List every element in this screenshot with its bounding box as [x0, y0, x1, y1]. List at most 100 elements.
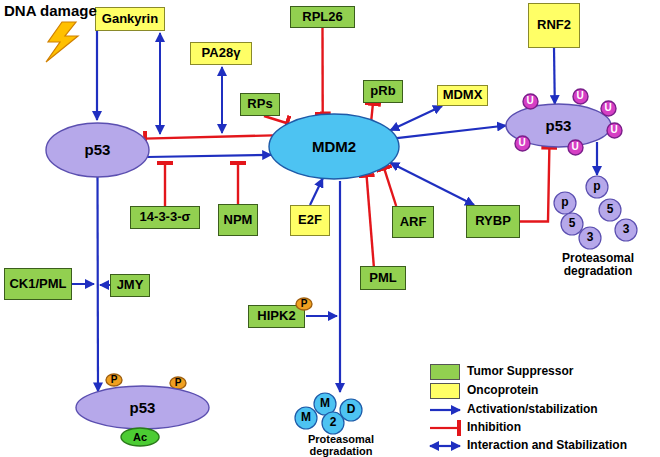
acetyl-ellipse: Ac	[120, 427, 160, 447]
node-text: 14-3-3-σ	[140, 210, 191, 225]
node-text: PA28γ	[202, 46, 241, 61]
ubiquitin-circle-shape	[601, 101, 616, 116]
legend-sample	[430, 445, 460, 447]
ubiquitin-circle-shape	[607, 123, 622, 138]
tumor-suppressor-box: RYBP	[466, 205, 520, 238]
node-text: RPL26	[302, 10, 342, 25]
node-text: U	[604, 102, 611, 114]
phosphate-ellipse: P	[105, 373, 123, 387]
process-label: Proteasomal degradation	[555, 252, 641, 278]
tumor-suppressor-box: 14-3-3-σ	[130, 206, 200, 229]
ubiquitin-circle: U	[522, 93, 539, 110]
inhibition-connector	[384, 167, 396, 206]
oncoprotein-box: Gankyrin	[95, 7, 165, 31]
legend-text: Interaction and Stabilization	[467, 439, 627, 452]
degradation-arrow	[339, 181, 341, 392]
legend-sample	[430, 427, 460, 429]
fragment-letter: M	[315, 395, 335, 411]
legend-swatch	[430, 364, 460, 380]
node-text: HIPK2	[257, 309, 295, 324]
fragment-letter: p	[555, 194, 575, 210]
ubiquitin-circle-shape	[523, 94, 538, 109]
fragment-letter: D	[341, 401, 361, 417]
mdm2-fragments	[295, 393, 362, 434]
legend-text: Activation/stabilization	[467, 403, 598, 416]
oncoprotein-box: MDMX	[437, 85, 488, 106]
tumor-suppressor-box: RPs	[240, 93, 280, 116]
activation-connector	[310, 179, 323, 206]
process-label: Proteasomal degradation	[298, 433, 384, 457]
interaction-arrow	[159, 33, 161, 134]
node-text: RYBP	[475, 214, 511, 229]
activation-connector	[96, 177, 99, 392]
tumor-suppressor-box: HIPK2	[248, 305, 305, 328]
node-text: P	[301, 298, 308, 310]
activation-connector	[147, 155, 271, 157]
inhibition-line	[237, 162, 239, 204]
inhibition-connector	[144, 135, 273, 138]
node-text: U	[518, 137, 525, 149]
node-text: Gankyrin	[102, 12, 158, 27]
node-text: U	[576, 90, 583, 102]
activation-arrow	[96, 26, 98, 120]
oncoprotein-box: E2F	[290, 205, 330, 236]
fragment-letter: p	[587, 178, 607, 194]
mdm2-ellipse-shape	[269, 114, 399, 179]
fragment-letter: 5	[600, 201, 620, 217]
legend-text: Tumor Suppressor	[467, 365, 573, 378]
legend-text: Oncoprotein	[467, 384, 538, 397]
legend-sample	[430, 409, 460, 411]
p53-ellipse: p53UUUUUU	[505, 103, 612, 148]
ubiquitin-circle: U	[572, 88, 589, 105]
fragment-letter: 5	[562, 215, 582, 231]
p53-ellipse-shape	[76, 386, 209, 429]
node-text: p53	[546, 117, 572, 134]
interaction-arrow	[221, 67, 223, 133]
legend-text: Inhibition	[467, 421, 521, 434]
activation-arrow	[100, 284, 110, 286]
node-text: p53	[85, 141, 111, 158]
inhibition-connector	[371, 103, 373, 120]
ubiquitin-circle: U	[600, 100, 617, 117]
node-text: RNF2	[537, 18, 571, 33]
fragment-letter: 3	[616, 221, 636, 237]
node-text: MDM2	[312, 138, 356, 155]
tumor-suppressor-box: NPM	[218, 204, 258, 236]
node-text: U	[526, 95, 533, 107]
phosphate-ellipse-shape	[170, 377, 186, 389]
p53-ellipse: p53	[75, 385, 210, 430]
phosphate-ellipse-shape	[106, 374, 122, 386]
node-text: RPs	[247, 97, 272, 112]
node-text: NPM	[224, 213, 253, 228]
inhibition-connector	[321, 28, 324, 115]
inhibition-connector	[367, 175, 374, 266]
tumor-suppressor-box: CK1/PML	[4, 268, 71, 300]
phosphate-ellipse-shape	[296, 298, 312, 310]
ubiquitin-circle: U	[567, 139, 584, 156]
node-text: U	[610, 124, 617, 136]
node-text: MDMX	[443, 88, 483, 103]
node-text: CK1/PML	[9, 277, 66, 292]
node-text: E2F	[298, 213, 322, 228]
tumor-suppressor-box: pRb	[363, 80, 403, 103]
phosphate-ellipse: P	[295, 297, 313, 311]
acetyl-ellipse-shape	[121, 428, 159, 446]
activation-arrow	[68, 283, 94, 285]
node-text: ARF	[400, 215, 427, 230]
node-text: PML	[369, 271, 396, 286]
activation-arrow	[306, 315, 337, 317]
degradation-arrow	[596, 142, 598, 175]
ubiquitin-circle-shape	[568, 140, 583, 155]
activation-connector	[397, 126, 506, 139]
tumor-suppressor-box: RPL26	[290, 6, 355, 28]
tumor-suppressor-box: PML	[360, 266, 406, 290]
interaction-connector	[390, 106, 442, 130]
p53-ellipse: p53	[45, 122, 150, 178]
node-text: U	[571, 141, 578, 153]
activation-connector	[553, 48, 556, 104]
node-text: JMY	[117, 278, 144, 293]
node-text: P	[175, 377, 182, 389]
tumor-suppressor-box: ARF	[392, 206, 434, 238]
p53-ellipse-shape	[46, 123, 149, 177]
